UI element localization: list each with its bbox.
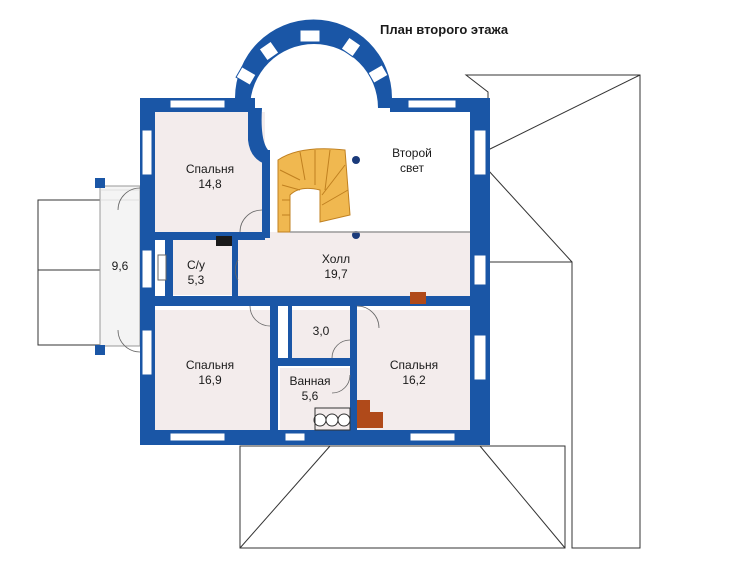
- fixtures: [157, 236, 426, 431]
- room-name: Спальня: [389, 358, 439, 372]
- plan-title: План второго этажа: [380, 22, 509, 37]
- room-name: Холл: [321, 252, 351, 266]
- door-swings: [117, 187, 380, 394]
- room-name: Ванная: [289, 374, 331, 388]
- room-area: 19,7: [324, 267, 348, 281]
- room-label-closet: 3,0: [313, 324, 330, 339]
- bedroom-1-fill: [155, 112, 265, 234]
- room-name: Второй: [392, 146, 432, 160]
- closet-fill: [290, 310, 350, 358]
- room-area: 3,0: [312, 324, 330, 338]
- room-label-hall: Холл 19,7: [322, 252, 350, 282]
- room-area: 5,3: [187, 273, 205, 287]
- roof-outlines: [37, 74, 641, 549]
- room-name: С/у: [187, 258, 205, 272]
- room-label-balcony: 9,6: [112, 259, 129, 274]
- room-label-bedroom-1: Спальня 14,8: [186, 162, 234, 192]
- room-area: 5,6: [301, 389, 319, 403]
- roof-left: [37, 199, 101, 346]
- staircase: [277, 148, 470, 239]
- room-area: свет: [399, 161, 425, 175]
- room-label-second-light: Второй свет: [392, 146, 432, 176]
- bedroom-3-fill: [356, 310, 470, 430]
- wc-fill: [170, 240, 232, 295]
- room-fills: [155, 112, 470, 430]
- bedroom-2-fill: [155, 310, 273, 430]
- hall-fill: [238, 232, 470, 297]
- room-label-bedroom-2: Спальня 16,9: [186, 358, 234, 388]
- room-area: 14,8: [198, 177, 222, 191]
- room-area: 9,6: [111, 259, 129, 273]
- room-area: 16,2: [402, 373, 426, 387]
- room-label-bedroom-3: Спальня 16,2: [390, 358, 438, 388]
- windows: [141, 29, 487, 442]
- room-label-wc: С/у 5,3: [187, 258, 205, 288]
- room-label-bathroom: Ванная 5,6: [289, 374, 330, 404]
- room-area: 16,9: [198, 373, 222, 387]
- room-name: Спальня: [185, 358, 235, 372]
- roof-bottom: [239, 445, 566, 549]
- room-name: Спальня: [185, 162, 235, 176]
